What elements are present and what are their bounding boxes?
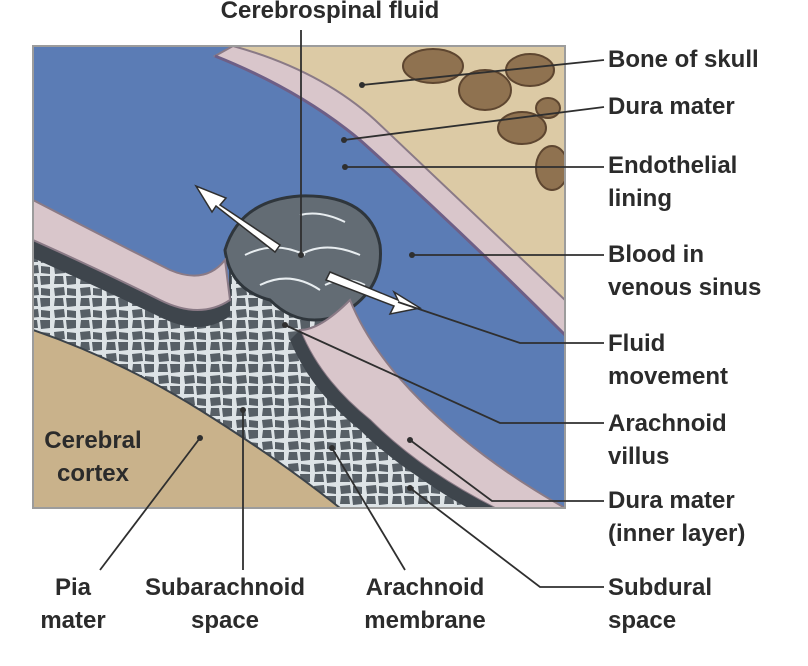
dura-mater-inner-left xyxy=(33,198,232,311)
arachnoid-membrane-band xyxy=(33,240,230,327)
dura-mater-inner-right xyxy=(298,298,565,508)
label-cerebral-cortex: Cerebral cortex xyxy=(44,427,142,487)
label-blood-in-venous-sinus: Blood in venous sinus xyxy=(608,241,762,301)
label-fluid-movement: Fluid movement xyxy=(608,330,729,390)
leader-dura-inner xyxy=(409,439,604,502)
leader-pia-mater xyxy=(99,437,201,571)
label-subdural-space: Subdural space xyxy=(608,574,713,634)
leader-subdural-space xyxy=(409,487,604,588)
leader-bone-of-skull xyxy=(361,59,605,86)
label-pia-mater: Pia mater xyxy=(40,574,106,634)
label-endothelial-lining: Endothelial lining xyxy=(608,152,738,212)
label-subarachnoid-space: Subarachnoid space xyxy=(144,574,306,634)
label-dura-mater: Dura mater xyxy=(608,93,735,120)
fluid-movement-arrows xyxy=(194,184,423,316)
leader-dura-mater xyxy=(343,106,605,141)
leader-dots xyxy=(197,82,415,491)
label-bone-of-skull: Bone of skull xyxy=(608,46,759,73)
label-arachnoid-membrane: Arachnoid membrane xyxy=(364,574,486,634)
label-cerebrospinal-fluid: Cerebrospinal fluid xyxy=(220,0,440,24)
label-arachnoid-villus: Arachnoid villus xyxy=(608,410,727,470)
leader-arachnoid-villus xyxy=(284,324,604,424)
endothelial-lining-line xyxy=(214,54,565,337)
leader-arachnoid-membrane xyxy=(331,447,406,571)
arachnoid-villus xyxy=(223,194,382,322)
leader-fluid-movement xyxy=(397,301,604,344)
leader-lines xyxy=(99,30,605,588)
cerebral-cortex xyxy=(33,330,340,508)
label-dura-mater-inner: Dura mater (inner layer) xyxy=(608,487,746,547)
